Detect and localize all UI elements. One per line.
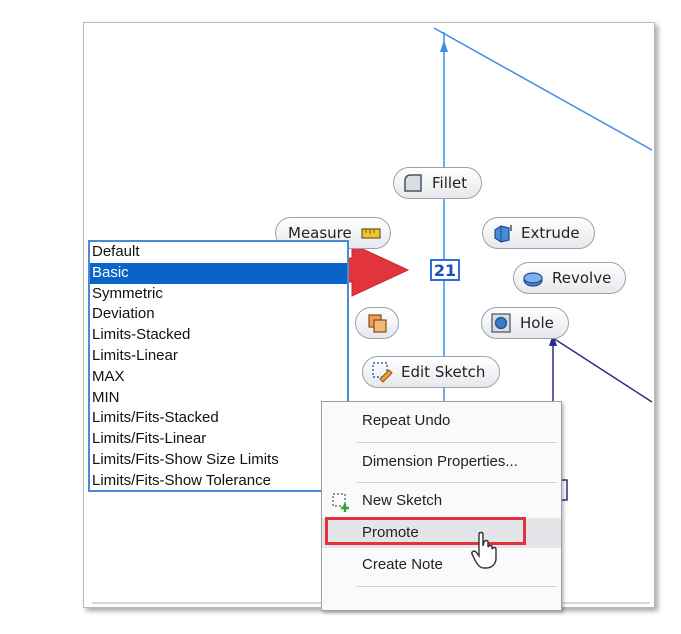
list-item[interactable]: MAX [92, 367, 125, 385]
dimension-style-list[interactable]: Default Basic Symmetric Deviation Limits… [88, 240, 349, 492]
promote-item[interactable]: Promote [322, 518, 561, 548]
list-item[interactable]: Limits/Fits-Linear [92, 430, 207, 448]
new-sketch-icon [331, 492, 353, 523]
measure-icon [360, 222, 382, 244]
fillet-label: Fillet [432, 174, 468, 192]
menu-separator [356, 442, 557, 443]
hole-label: Hole [520, 314, 554, 332]
copy-shape-icon [366, 312, 388, 334]
measure-button[interactable]: Measure [275, 217, 391, 249]
edit-sketch-label: Edit Sketch [401, 363, 486, 381]
hidden-tool-button[interactable] [355, 307, 399, 339]
promote-label: Promote [362, 524, 419, 541]
revolve-icon [522, 267, 544, 289]
repeat-undo-item[interactable]: Repeat Undo [322, 406, 561, 436]
hole-icon [490, 312, 512, 334]
new-sketch-item[interactable]: New Sketch [322, 486, 561, 516]
fillet-icon [402, 172, 424, 194]
create-note-label: Create Note [362, 556, 443, 573]
list-item[interactable]: Limits-Linear [92, 346, 178, 364]
measure-label: Measure [288, 224, 352, 242]
edit-sketch-icon [371, 361, 393, 383]
revolve-label: Revolve [552, 269, 612, 287]
list-item[interactable]: Deviation [92, 305, 155, 323]
list-item[interactable]: Limits/Fits-Show Size Limits [92, 450, 279, 468]
extrude-label: Extrude [521, 224, 580, 242]
hole-button[interactable]: Hole [481, 307, 569, 339]
menu-separator [356, 482, 557, 483]
repeat-undo-label: Repeat Undo [362, 412, 451, 429]
dimension-properties-item[interactable]: Dimension Properties... [322, 447, 561, 477]
list-item[interactable]: Limits/Fits-Show Tolerance [92, 471, 271, 489]
context-menu: Repeat Undo Dimension Properties... New … [321, 401, 562, 611]
new-sketch-label: New Sketch [362, 492, 443, 509]
list-item[interactable]: Symmetric [92, 284, 163, 302]
mouse-cursor-icon [471, 531, 497, 569]
create-note-item[interactable]: Create Note [322, 550, 561, 580]
list-item[interactable]: Default [92, 243, 140, 260]
fillet-button[interactable]: Fillet [393, 167, 483, 199]
dimension-value[interactable]: 21 [430, 259, 460, 281]
list-item[interactable]: Limits-Stacked [92, 326, 191, 344]
dimension-properties-label: Dimension Properties... [362, 453, 518, 470]
revolve-button[interactable]: Revolve [513, 262, 627, 294]
extrude-button[interactable]: Extrude [482, 217, 595, 249]
list-item[interactable]: MIN [92, 388, 120, 406]
list-item-selected[interactable]: Basic [90, 262, 347, 284]
list-item[interactable]: Limits/Fits-Stacked [92, 409, 219, 427]
menu-separator [356, 586, 557, 587]
edit-sketch-button[interactable]: Edit Sketch [362, 356, 501, 388]
extrude-icon [491, 222, 513, 244]
